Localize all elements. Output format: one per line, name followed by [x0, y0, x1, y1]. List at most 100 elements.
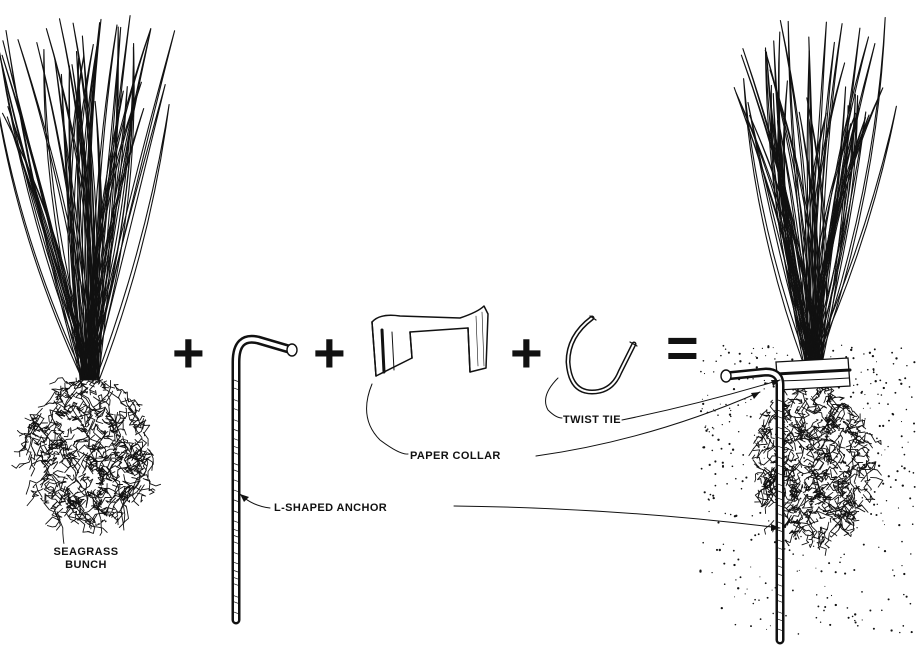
root-strand [88, 417, 95, 428]
plus-sign-3: + [510, 321, 543, 384]
sediment-dot [875, 380, 877, 382]
root-strand [799, 519, 818, 533]
sediment-dot [902, 447, 903, 448]
root-strand [137, 493, 146, 502]
sediment-dot [913, 422, 915, 424]
sediment-dot [869, 610, 871, 612]
root-strand [802, 535, 809, 545]
twist-tie-leader-right [622, 380, 780, 420]
sediment-dot [772, 613, 773, 614]
sediment-dot [734, 363, 735, 364]
sediment-dot [729, 413, 731, 415]
sediment-dot [776, 353, 777, 354]
root-strand [826, 464, 837, 473]
sediment-dot [712, 495, 714, 497]
sediment-dot [789, 549, 791, 551]
sediment-dot [904, 454, 906, 456]
sediment-dot [852, 417, 854, 419]
sediment-dot [914, 486, 916, 488]
sediment-dot [800, 498, 802, 500]
sediment-dot [751, 353, 752, 354]
twist-tie-label: TWIST TIE [563, 414, 621, 426]
sediment-dot [701, 468, 703, 470]
sediment-dot [722, 462, 724, 464]
sediment-dot [755, 356, 756, 357]
root-strand [53, 471, 63, 477]
sediment-dot [884, 524, 885, 525]
sediment-dot [802, 555, 803, 556]
sediment-dot [856, 384, 858, 386]
sediment-dot [799, 570, 800, 571]
sediment-dot [713, 497, 715, 499]
sediment-dot [810, 544, 811, 545]
sediment-dot [888, 598, 890, 600]
sediment-dot [879, 380, 881, 382]
sediment-dot [909, 497, 911, 499]
sediment-dot [702, 446, 704, 448]
root-strand [770, 400, 776, 416]
sediment-dot [733, 388, 735, 390]
sediment-dot [745, 477, 747, 479]
sediment-dot [730, 514, 732, 516]
sediment-dot [873, 628, 875, 630]
sediment-dot [840, 557, 841, 558]
sediment-dot [854, 613, 856, 615]
root-strand [67, 475, 75, 481]
sediment-dot [869, 352, 871, 354]
sediment-dot [760, 618, 762, 620]
sediment-dot [896, 470, 898, 472]
sediment-dot [863, 353, 864, 354]
sediment-dot [764, 458, 765, 459]
sediment-dot [835, 571, 837, 573]
sediment-dot [893, 575, 895, 577]
sediment-dot [713, 428, 714, 429]
sediment-dot [870, 497, 871, 498]
root-strand [871, 477, 883, 487]
seagrass-bunch-label-line2: BUNCH [65, 559, 107, 571]
sediment-dot [708, 499, 710, 501]
sediment-dot [734, 596, 735, 597]
sediment-dot [762, 348, 763, 349]
sediment-dot [863, 544, 865, 546]
sediment-dot [820, 570, 822, 572]
sediment-dot [854, 482, 855, 483]
sediment-dot [850, 349, 852, 351]
sediment-dot [864, 394, 865, 395]
sediment-dot [904, 377, 906, 379]
sediment-dot [844, 573, 846, 575]
root-strand [114, 385, 122, 404]
root-strand [71, 428, 72, 434]
sediment-dot [711, 450, 713, 452]
sediment-dot [874, 491, 876, 493]
sediment-dot [730, 410, 731, 411]
root-strand [102, 520, 107, 523]
sediment-dot [729, 421, 730, 422]
sediment-dot [737, 404, 739, 406]
sediment-dot [707, 428, 709, 430]
sediment-dot [877, 452, 879, 454]
l-shaped-anchor-illustration [234, 339, 297, 620]
sediment-dot [699, 570, 701, 572]
sediment-dot [912, 506, 913, 507]
sediment-dot [723, 345, 725, 347]
sediment-dot [733, 564, 735, 566]
sediment-dot [733, 550, 735, 552]
sediment-dot [901, 435, 903, 437]
sediment-dot [885, 382, 887, 384]
sediment-dot [813, 540, 814, 541]
sediment-dot [711, 572, 712, 573]
equals-sign: = [666, 316, 699, 379]
sediment-dot [757, 474, 758, 475]
sediment-dot [750, 399, 751, 400]
sediment-dot [893, 363, 895, 365]
sediment-dot [764, 446, 766, 448]
paper-collar-illustration [372, 306, 488, 376]
sediment-dot [719, 549, 721, 551]
sediment-dot [892, 413, 894, 415]
sediment-dot [860, 392, 862, 394]
sediment-dot [732, 465, 734, 467]
root-strand [111, 468, 120, 481]
sediment-dot [821, 419, 823, 421]
sediment-dot [785, 615, 787, 617]
sediment-dot [882, 520, 883, 521]
